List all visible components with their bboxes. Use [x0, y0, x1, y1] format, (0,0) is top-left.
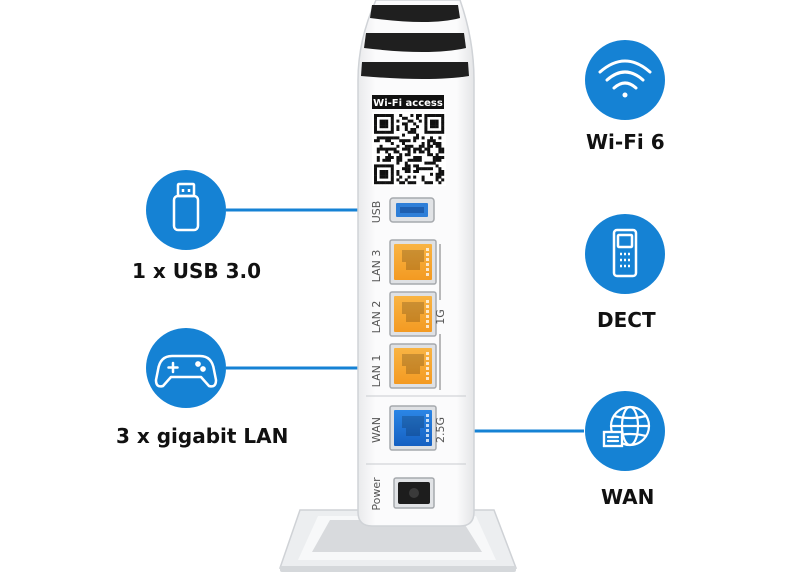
wan-feature-badge [585, 391, 665, 471]
port-label-power: Power [370, 477, 383, 511]
lan-feature-badge [146, 328, 226, 408]
dect-feature-badge [585, 214, 665, 294]
port-label-lan2: LAN 2 [370, 301, 383, 334]
lan-feature-label: 3 x gigabit LAN [116, 424, 289, 448]
lan-port-2 [389, 291, 437, 337]
router-device: Wi-Fi access USB LAN 3 LAN 2 LAN 1 1G WA… [278, 0, 518, 572]
wan-feature-label: WAN [601, 485, 655, 509]
wan-speed-label: 2.5G [434, 417, 447, 443]
vent-slot [364, 33, 466, 52]
gamepad-icon [154, 354, 218, 388]
port-label-lan1: LAN 1 [370, 355, 383, 388]
wifi-access-label: Wi-Fi access [373, 98, 443, 109]
globe-network-icon [602, 405, 651, 448]
vent-slot [361, 62, 469, 79]
wifi-icon [598, 59, 652, 98]
wan-port [389, 405, 437, 451]
wifi-feature-label: Wi-Fi 6 [586, 130, 665, 154]
vent-slot [370, 5, 460, 22]
wifi-qr-code [372, 112, 446, 186]
port-label-wan: WAN [370, 417, 383, 443]
dect-feature-label: DECT [597, 308, 656, 332]
cordless-phone-icon [612, 228, 638, 278]
lan-port-1 [389, 343, 437, 389]
lan-speed-label: 1G [434, 309, 447, 325]
usb-feature-label: 1 x USB 3.0 [132, 259, 262, 283]
lan-ports-group: LAN 3 LAN 2 LAN 1 1G [370, 239, 447, 390]
lan-port-3 [389, 239, 437, 285]
usb-stick-icon [172, 182, 200, 232]
port-label-lan3: LAN 3 [370, 250, 383, 283]
wifi-feature-badge [585, 40, 665, 120]
wifi-access-badge [372, 95, 444, 109]
port-label-usb: USB [370, 201, 383, 224]
usb-feature-badge [146, 170, 226, 250]
